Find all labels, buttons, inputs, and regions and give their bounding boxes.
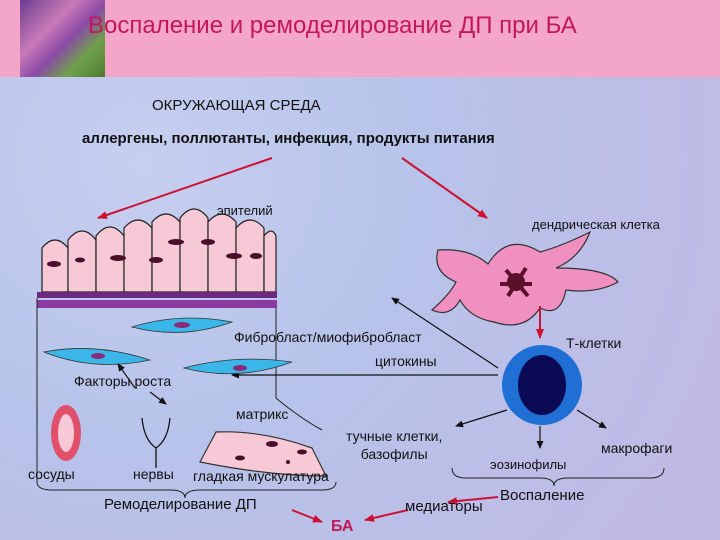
t-cell-nucleus	[518, 355, 566, 415]
smooth-muscle-nuclei	[235, 441, 307, 464]
title-bar	[0, 0, 720, 77]
arrow-mediators-to-asthma	[364, 509, 409, 522]
eosinophils-label: эозинофилы	[490, 457, 567, 472]
vessel-lumen	[58, 414, 74, 452]
matrix-label: матрикс	[236, 406, 289, 422]
cytokines-label: цитокины	[375, 353, 437, 369]
arrow-growth-factors-to-fibroblast	[117, 363, 136, 389]
fibroblast-cells	[42, 317, 293, 375]
smooth-muscle	[199, 431, 327, 477]
basement-membrane-top	[37, 292, 277, 298]
arrow-t-cells-to-macrophages	[576, 409, 607, 429]
mast-cells-label: тучные клетки, базофилы	[346, 428, 443, 462]
tissue-outline-right	[275, 308, 323, 431]
arrow-env-to-dendritic	[401, 157, 488, 219]
arrow-growth-factors-to-matrix	[149, 391, 167, 405]
asthma-label: БА	[331, 518, 354, 535]
fibroblast-label: Фибробласт/миофибробласт	[234, 329, 422, 345]
epithelium-layer	[41, 208, 277, 293]
arrow-remodeling-to-asthma	[291, 509, 323, 523]
slide-title: Воспаление и ремоделирование ДП при БА	[88, 12, 577, 39]
arrow-t-cells-to-mast-cells	[455, 409, 508, 428]
dendritic-cell-label: дендрическая клетка	[532, 217, 660, 232]
dendritic-nucleus	[500, 266, 532, 298]
inflammation-label: Воспаление	[500, 487, 585, 504]
environment-label: ОКРУЖАЮЩАЯ СРЕДА	[152, 97, 321, 114]
fibroblast-nuclei	[91, 322, 247, 371]
title-decor-image	[20, 0, 105, 77]
dendritic-cell	[430, 230, 619, 326]
mediators-label: медиаторы	[405, 498, 483, 515]
arrow-inflammation-to-mediators	[447, 496, 499, 506]
growth-factors-label: Факторы роста	[74, 373, 172, 389]
arrow-env-to-epithelium	[97, 157, 273, 219]
epithelium-nuclei	[47, 239, 262, 267]
basement-membrane-bottom	[37, 300, 277, 308]
nerves-label: нервы	[133, 466, 174, 482]
arrow-t-cells-to-fibroblast	[391, 297, 499, 369]
t-cells-label: Т-клетки	[566, 335, 622, 351]
triggers-label: аллергены, поллютанты, инфекция, продукт…	[82, 130, 495, 147]
remodeling-label: Ремоделирование ДП	[104, 496, 257, 513]
smooth-muscle-label: гладкая мускулатура	[193, 468, 329, 484]
inflammation-bracket	[451, 467, 665, 487]
vessels-label: сосуды	[28, 466, 75, 482]
macrophages-label: макрофаги	[601, 440, 673, 456]
remodeling-bracket	[36, 481, 337, 499]
epithelium-label: эпителий	[217, 203, 273, 218]
nerve	[141, 417, 171, 468]
